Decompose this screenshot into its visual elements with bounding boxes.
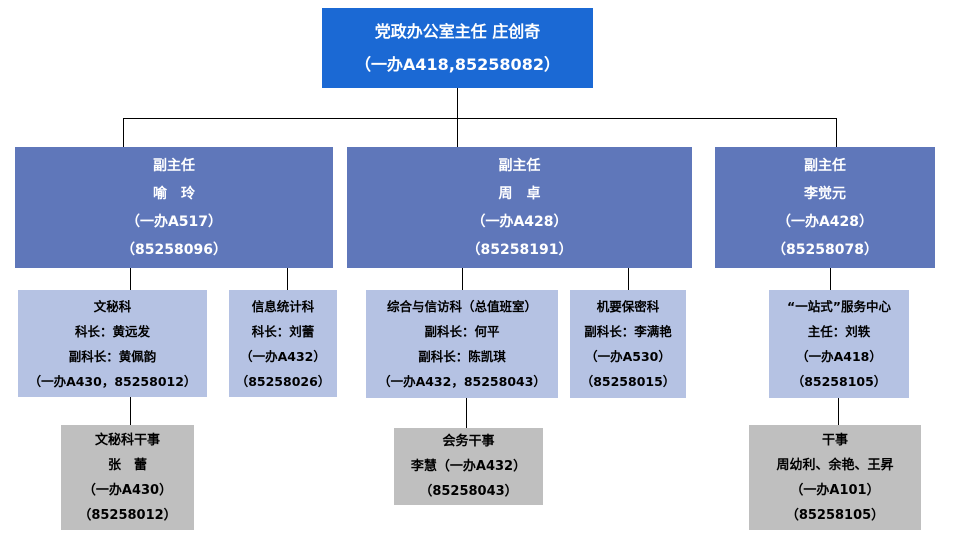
node-phone-line: （85258105）	[785, 507, 885, 523]
connector-dept-xinxi	[287, 268, 288, 290]
node-person-line: 张 蕾	[107, 457, 147, 473]
node-deputy-zhouzhuo: 副主任 周 卓 （一办A428） （85258191）	[347, 147, 692, 268]
node-dept-zonghexinfangke: 综合与信访科（总值班室） 副科长：何平 副科长：陈凯琪 （一办A432，8525…	[366, 290, 558, 398]
node-title-line: 党政办公室主任 庄创奇	[374, 22, 541, 41]
node-room-line: （一办A430）	[82, 482, 173, 498]
connector-deputy3-drop	[836, 118, 837, 147]
node-title-line: 机要保密科	[596, 299, 660, 314]
connector-dept-jiyao	[628, 268, 629, 290]
connector-dept-yizhanshi	[830, 268, 831, 290]
node-room-line: （一办A101）	[790, 482, 880, 498]
node-person-line: 科长：黄远发	[74, 323, 150, 339]
node-title-line: 信息统计科	[251, 298, 315, 314]
node-title-line: “一站式”服务中心	[787, 299, 891, 314]
node-person-line: 周 卓	[498, 185, 541, 202]
connector-level2-rail	[123, 118, 837, 119]
node-staff-huiwu-ganshi: 会务干事 李慧（一办A432） （85258043）	[394, 428, 543, 505]
node-phone-line: （85258026）	[235, 373, 331, 389]
node-person-line: 李慧（一办A432）	[410, 459, 527, 474]
node-deputy-yuling: 副主任 喻 玲 （一办A517） （85258096）	[15, 147, 333, 268]
node-person-line: 周幼利、余艳、王昇	[776, 457, 894, 473]
connector-deputy2-drop	[457, 118, 458, 147]
node-director: 党政办公室主任 庄创奇 （一办A418,85258082）	[322, 8, 593, 88]
node-dept-wenmike: 文秘科 科长：黄远发 副科长：黄佩韵 （一办A430，85258012）	[18, 290, 207, 397]
connector-staff-wenmike	[130, 397, 131, 425]
node-contact-line: （一办A432，85258043）	[378, 374, 546, 389]
node-detail-line: （一办A418,85258082）	[355, 55, 560, 74]
node-phone-line: （85258015）	[580, 374, 676, 389]
node-dept-xinxitongjike: 信息统计科 科长：刘蕾 （一办A432） （85258026）	[229, 290, 337, 397]
node-title-line: 副主任	[498, 157, 541, 174]
node-title-line: 会务干事	[442, 434, 495, 449]
node-title-line: 文秘科	[93, 298, 132, 314]
node-person-line: 李觉元	[804, 185, 846, 202]
node-title-line: 副主任	[804, 157, 846, 174]
connector-dept-zonghe	[462, 268, 463, 290]
node-room-line: （一办A428）	[471, 213, 568, 230]
node-dept-jiyaobaomike: 机要保密科 副科长：李满艳 （一办A530） （85258015）	[570, 290, 686, 398]
node-room-line: （一办A428）	[776, 213, 874, 230]
node-title-line: 干事	[821, 432, 848, 448]
node-staff-wenmike-ganshi: 文秘科干事 张 蕾 （一办A430） （85258012）	[61, 425, 194, 530]
node-phone-line: （85258096）	[121, 241, 227, 258]
node-title-line: 综合与信访科（总值班室）	[386, 299, 537, 314]
node-room-line: （一办A530）	[585, 349, 671, 364]
node-title-line: 文秘科干事	[94, 432, 160, 448]
node-deputy-lijueyuan: 副主任 李觉元 （一办A428） （85258078）	[715, 147, 935, 268]
node-dept-yizhanshi-center: “一站式”服务中心 主任：刘轶 （一办A418） （85258105）	[769, 290, 909, 398]
node-phone-line: （85258012）	[78, 507, 177, 523]
node-phone-line: （85258078）	[772, 241, 878, 258]
connector-deputy1-drop	[123, 118, 124, 147]
node-person-line: 副科长：陈凯琪	[418, 349, 506, 364]
node-phone-line: （85258191）	[466, 241, 573, 258]
node-person-line: 副科长：何平	[424, 324, 500, 339]
node-phone-line: （85258105）	[791, 374, 887, 389]
node-person-line: 喻 玲	[153, 185, 195, 202]
node-room-line: （一办A517）	[125, 213, 223, 230]
node-person-line: 副科长：李满艳	[584, 324, 672, 339]
node-title-line: 副主任	[153, 157, 195, 174]
node-staff-ganshi: 干事 周幼利、余艳、王昇 （一办A101） （85258105）	[749, 425, 921, 530]
connector-root-drop	[457, 88, 458, 118]
connector-staff-huiwu	[466, 398, 467, 428]
node-room-line: （一办A432）	[240, 348, 326, 364]
node-room-line: （一办A418）	[796, 349, 882, 364]
connector-dept-wenmike	[130, 268, 131, 290]
node-person-line: 主任：刘轶	[807, 324, 871, 339]
node-person-line: 科长：刘蕾	[251, 323, 315, 339]
node-contact-line: （一办A430，85258012）	[28, 373, 197, 389]
node-person-line: 副科长：黄佩韵	[68, 348, 157, 364]
node-phone-line: （85258043）	[419, 484, 518, 499]
connector-staff-ganshi	[838, 398, 839, 425]
